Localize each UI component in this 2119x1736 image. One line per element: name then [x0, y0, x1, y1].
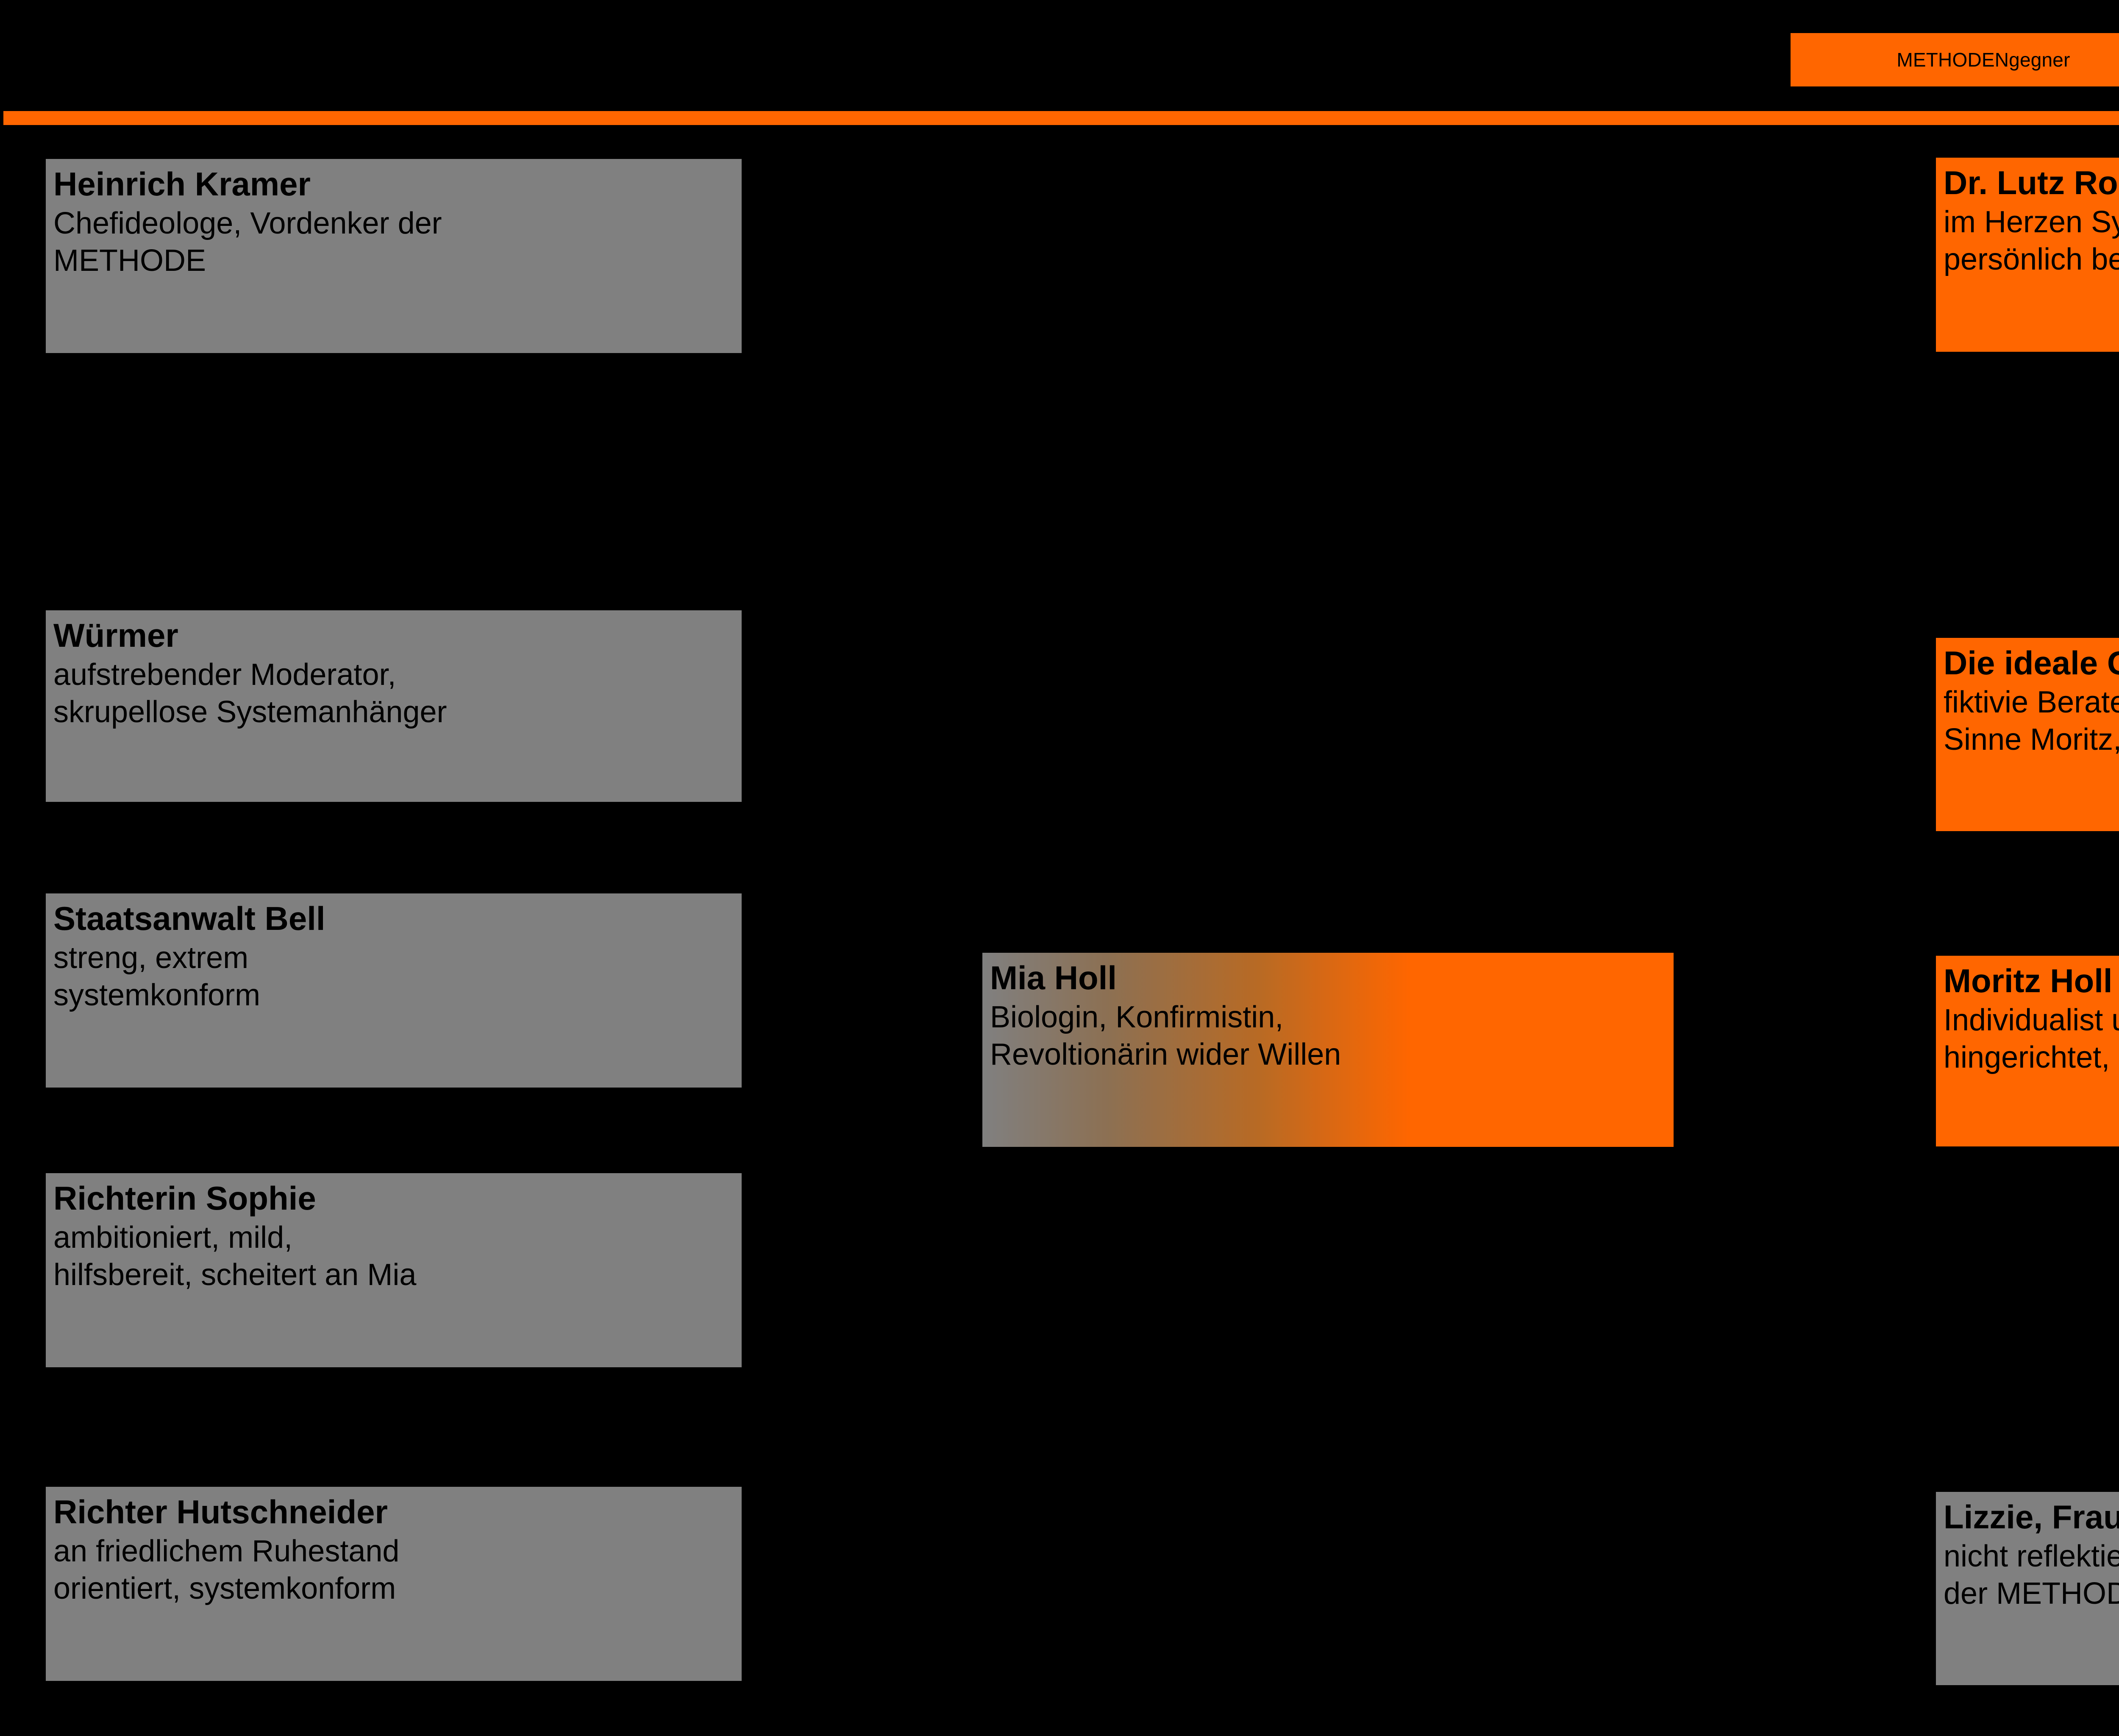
character-card-moritz-holl: Moritz Holl † Individualist und Anarchis… — [1936, 956, 2119, 1146]
character-name: Moritz Holl † — [1944, 962, 2119, 999]
character-card-staatsanwalt-bell: Staatsanwalt Bell streng, extrem systemk… — [46, 893, 742, 1088]
character-name: Dr. Lutz Rosentreter — [1944, 164, 2119, 201]
character-name: Richterin Sophie — [53, 1180, 316, 1217]
character-name: Staatsanwalt Bell — [53, 900, 325, 937]
character-name: Mia Holl — [990, 959, 1117, 996]
character-description: nicht reflektierende Mitläufer der METHO… — [1944, 1539, 2119, 1611]
character-description: fiktivie Beraterin Mias im Sinne Moritz,… — [1944, 685, 2119, 757]
character-card-lutz-rosentreter: Dr. Lutz Rosentreter im Herzen Systemgeg… — [1936, 158, 2119, 352]
character-description: aufstrebender Moderator, skrupellose Sys… — [53, 658, 447, 729]
character-description: im Herzen Systemgegner, persönlich betro… — [1944, 205, 2119, 277]
character-name: Richter Hutschneider — [53, 1493, 388, 1530]
character-card-richterin-sophie: Richterin Sophie ambitioniert, mild, hil… — [46, 1173, 742, 1367]
legend-item-methodengegner: METHODENgegner — [1791, 33, 2119, 86]
character-description: an friedlichem Ruhestand orientiert, sys… — [53, 1534, 400, 1606]
character-description: ambitioniert, mild, hilfsbereit, scheite… — [53, 1221, 417, 1292]
header-divider-rule — [3, 111, 2119, 125]
character-name: Heinrich Kramer — [53, 165, 311, 203]
character-name: Lizzie, Frau Poll, Driss — [1944, 1498, 2119, 1536]
character-card-mia-holl: Mia Holl Biologin, Konfirmistin, Revolti… — [982, 953, 1674, 1147]
character-name: Die ideale Geliebte — [1944, 644, 2119, 682]
character-card-richter-hutschneider: Richter Hutschneider an friedlichem Ruhe… — [46, 1487, 742, 1681]
character-description: streng, extrem systemkonform — [53, 941, 261, 1013]
character-card-lizzie-frau-poll-driss: Lizzie, Frau Poll, Driss nicht reflektie… — [1936, 1492, 2119, 1685]
character-description: Individualist und Anarchist, hingerichte… — [1944, 1003, 2119, 1075]
legend-label-methodengegner: METHODENgegner — [1897, 49, 2070, 71]
character-card-die-ideale-geliebte: Die ideale Geliebte fiktivie Beraterin M… — [1936, 638, 2119, 831]
character-card-wuermer: Würmer aufstrebender Moderator, skrupell… — [46, 610, 742, 802]
character-description: Biologin, Konfirmistin, Revoltionärin wi… — [990, 1000, 1341, 1072]
character-description: Chefideologe, Vordenker der METHODE — [53, 206, 442, 278]
character-name: Würmer — [53, 617, 178, 654]
character-card-heinrich-kramer: Heinrich Kramer Chefideologe, Vordenker … — [46, 159, 742, 353]
